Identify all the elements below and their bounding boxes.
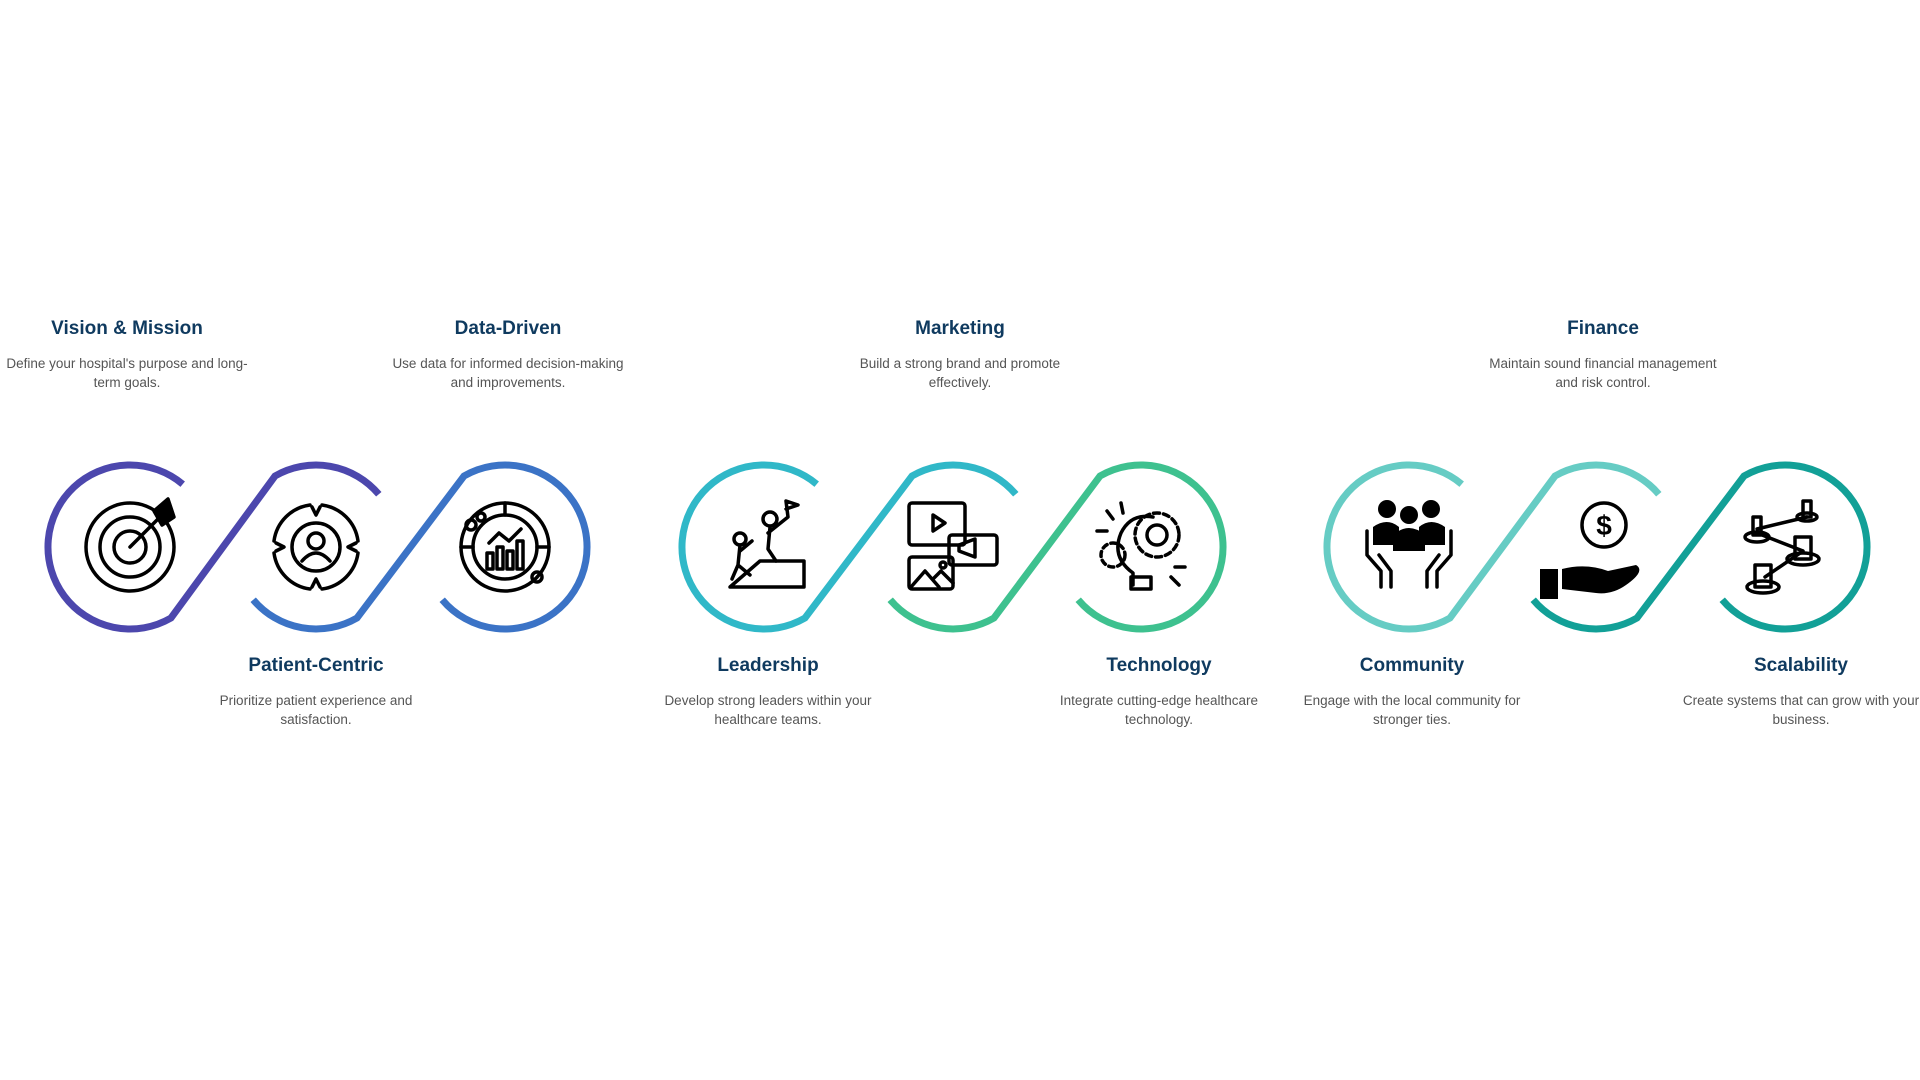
lightbulb-gears-icon: [1095, 501, 1187, 591]
item-technology: Technology Integrate cutting-edge health…: [1034, 655, 1284, 729]
item-title: Community: [1359, 655, 1465, 676]
item-desc: Define your hospital's purpose and long-…: [6, 356, 248, 390]
item-desc: Integrate cutting-edge healthcare techno…: [1059, 693, 1259, 727]
item-desc: Develop strong leaders within your healt…: [664, 693, 872, 727]
item-scalability: Scalability Create systems that can grow…: [1676, 655, 1920, 729]
media-megaphone-icon: [907, 501, 999, 591]
item-desc: Prioritize patient experience and satisf…: [219, 693, 413, 727]
item-leadership: Leadership Develop strong leaders within…: [643, 655, 893, 729]
wave-segment-upper: [1323, 461, 1662, 633]
network-growth-icon: [1743, 499, 1821, 595]
item-desc: Create systems that can grow with your b…: [1682, 693, 1920, 727]
wave-segment-upper: [44, 461, 382, 633]
wave-segment-upper: [678, 461, 1019, 633]
hands-people-icon: [1365, 500, 1453, 589]
hand-dollar-icon: $: [1540, 501, 1640, 599]
item-title: Leadership: [717, 655, 819, 676]
item-community: Community Engage with the local communit…: [1287, 655, 1537, 729]
wave-segment-lower: [887, 461, 1227, 633]
wave-segment-lower: [250, 461, 591, 633]
item-title: Data-Driven: [454, 318, 562, 339]
item-marketing: Marketing Build a strong brand and promo…: [835, 318, 1085, 392]
item-vision-mission: Vision & Mission Define your hospital's …: [2, 318, 252, 392]
item-desc: Engage with the local community for stro…: [1303, 693, 1521, 727]
item-desc: Build a strong brand and promote effecti…: [859, 356, 1061, 390]
wave-segment-lower: [1530, 461, 1871, 633]
item-title: Marketing: [915, 318, 1005, 339]
climbing-people-icon: [728, 499, 806, 589]
item-desc: Maintain sound financial management and …: [1489, 356, 1717, 390]
item-title: Finance: [1567, 318, 1639, 339]
item-title: Patient-Centric: [248, 655, 384, 676]
item-title: Scalability: [1754, 655, 1848, 676]
target-icon: [84, 497, 176, 593]
item-title: Technology: [1106, 655, 1212, 676]
item-desc: Use data for informed decision-making an…: [392, 356, 624, 390]
item-data-driven: Data-Driven Use data for informed decisi…: [383, 318, 633, 392]
item-title: Vision & Mission: [51, 318, 203, 339]
data-chart-icon: [459, 501, 551, 593]
item-finance: Finance Maintain sound financial managem…: [1478, 318, 1728, 392]
item-patient-centric: Patient-Centric Prioritize patient exper…: [191, 655, 441, 729]
svg-text:$: $: [1596, 510, 1612, 541]
patient-cycle-icon: [272, 503, 360, 591]
